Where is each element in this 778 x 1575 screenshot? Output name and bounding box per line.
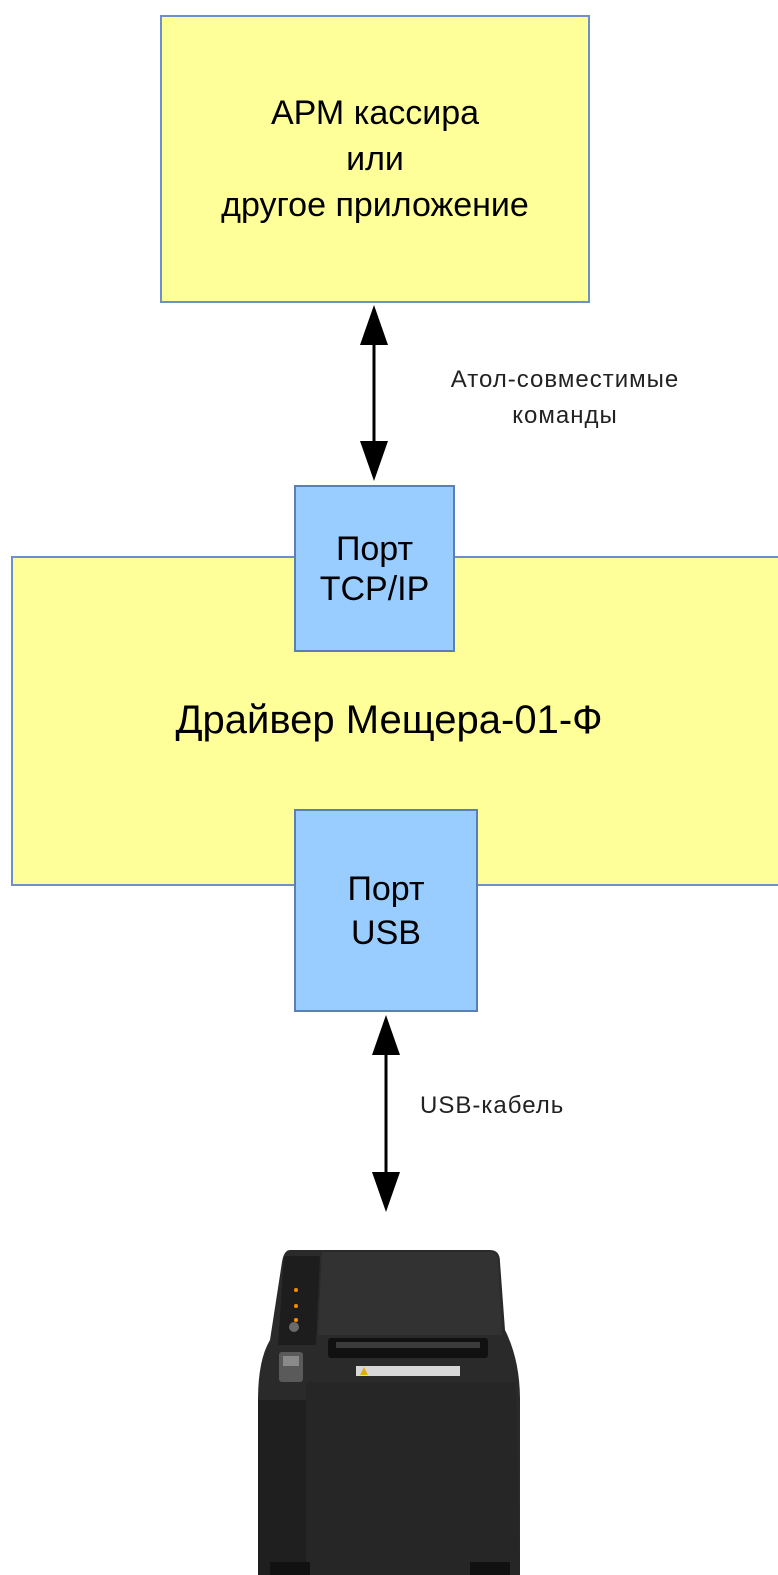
atol-commands-label: Атол-совместимые команды	[400, 362, 730, 434]
app-box-line2: или	[346, 140, 404, 178]
usb-port-line1: Порт	[347, 869, 425, 908]
tcp-port-line1: Порт	[335, 529, 414, 568]
tcp-port-box: Порт TCP/IP	[294, 485, 455, 652]
usb-cable-label: USB-кабель	[420, 1092, 565, 1119]
usb-port-box: Порт USB	[294, 809, 478, 1012]
top-double-arrow	[360, 305, 388, 481]
atol-label-line2: команды	[512, 402, 618, 429]
bottom-double-arrow	[372, 1015, 400, 1212]
atol-label-line1: Атол-совместимые	[450, 366, 680, 393]
driver-title: Драйвер Мещера-01-Ф	[175, 698, 603, 742]
usb-port-line2: USB	[351, 913, 421, 952]
app-box-line1: АРМ кассира	[270, 94, 480, 132]
app-box: АРМ кассира или другое приложение	[160, 15, 590, 303]
receipt-printer-icon	[258, 1250, 520, 1575]
app-box-line3: другое приложение	[221, 186, 529, 224]
tcp-port-line2: TCP/IP	[319, 569, 430, 608]
